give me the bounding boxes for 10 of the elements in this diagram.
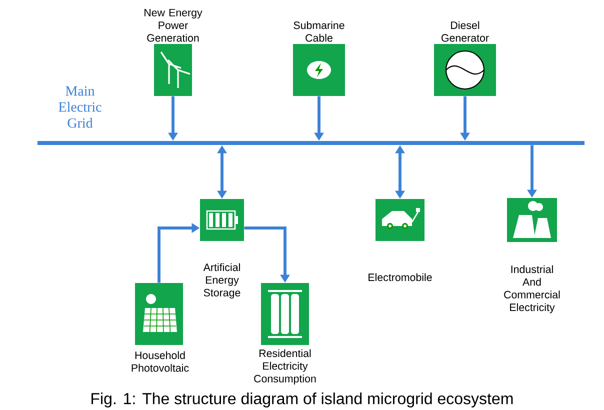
caption: Fig. 1: The structure diagram of island microgrid ecosystem [92,392,513,408]
node-label: Artificial Energy Storage [203,263,240,299]
node-label: Industrial And Commercial Electricity [504,265,560,314]
node-label: Household Photovoltaic [132,351,189,372]
grid-label: Main Electric Grid [58,86,102,128]
node-label: Diesel Generator [442,21,489,42]
node-label: New Energy Power Generation [144,8,202,42]
node-label: Electromobile [368,273,432,282]
node-label: Submarine Cable [294,21,344,42]
node-label: Residential Electricity Consumption [254,349,316,385]
